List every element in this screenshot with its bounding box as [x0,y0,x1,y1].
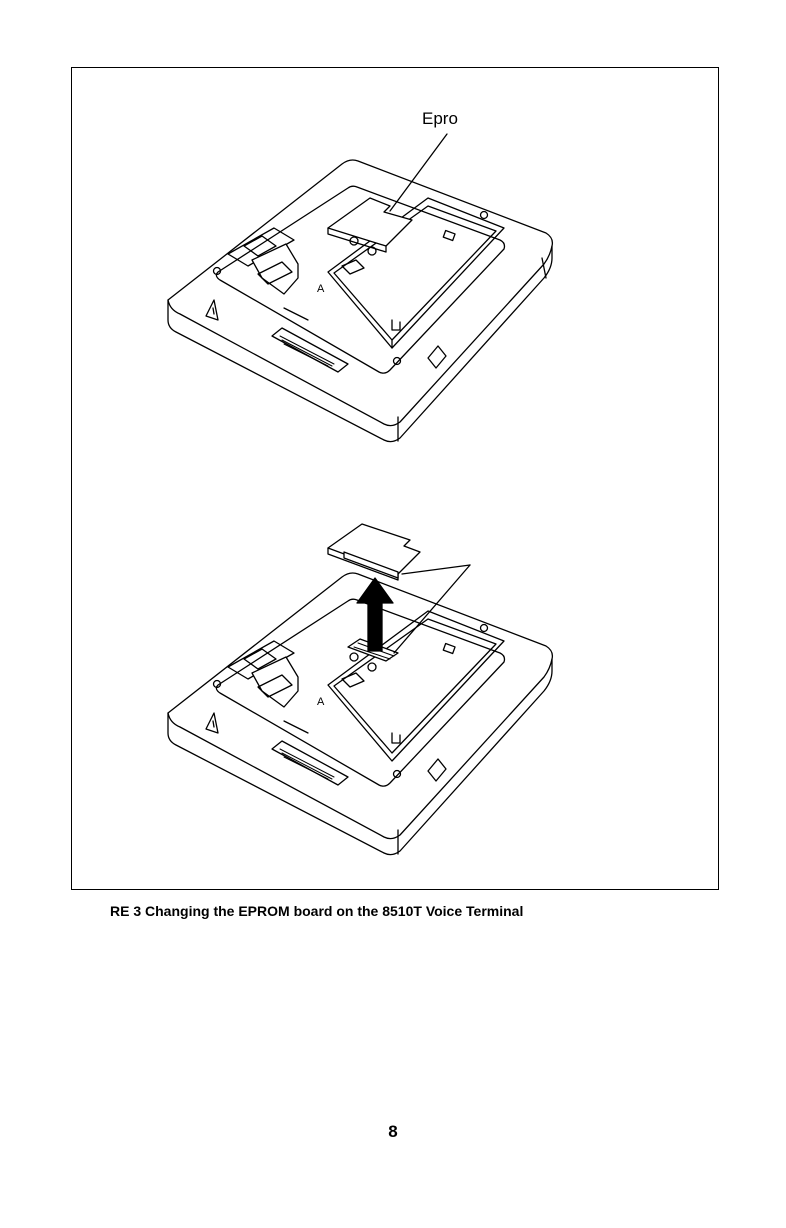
warning-triangle-icon [206,300,218,320]
eprom-callout-label: Epro [422,109,458,129]
barcode-label [272,328,348,372]
callout-leader-line [390,134,447,211]
barcode-label [272,741,348,785]
screw [481,212,488,219]
eprom-illustration: A [72,68,718,889]
terminal-base [168,573,552,855]
terminal-base [168,160,552,442]
figure-frame: A [71,67,719,890]
screw [481,625,488,632]
terminal-bottom-view: A [168,573,552,855]
terminal-inner-panel [216,599,504,786]
terminal-top-view: A [168,134,552,442]
eprom-module [328,198,412,246]
main-board [328,611,504,761]
figure-caption: RE 3 Changing the EPROM board on the 851… [110,903,523,919]
callout-leader-line [402,565,470,574]
warning-triangle-icon [206,713,218,733]
callout-leader-line [394,565,470,653]
latch-icon [428,346,446,368]
svg-text:A: A [317,283,325,295]
svg-text:A: A [317,696,325,708]
latch-icon [428,759,446,781]
page-number: 8 [0,1122,786,1142]
